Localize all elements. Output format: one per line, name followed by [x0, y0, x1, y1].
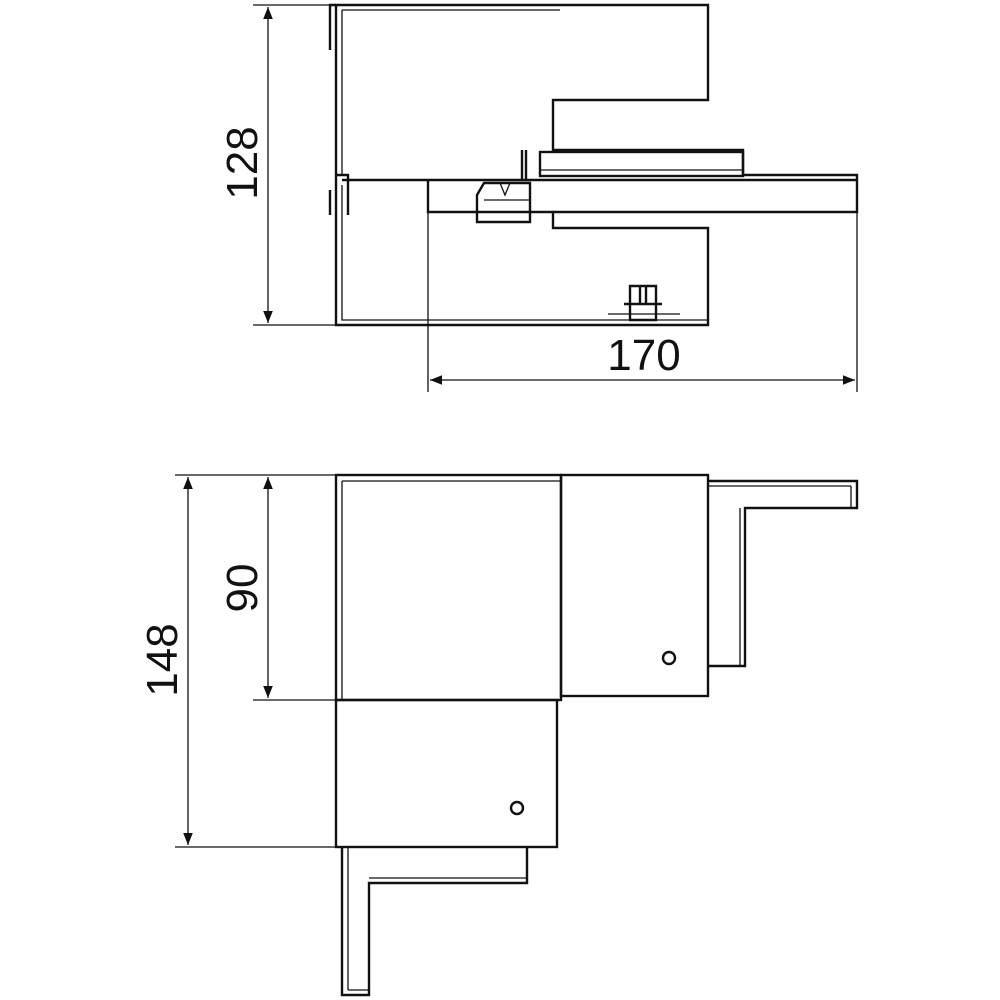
- top-view-left-bracket: [328, 3, 350, 215]
- dimension-label-148: 148: [138, 623, 187, 696]
- top-view-inner-wall: [341, 9, 708, 321]
- bottom-view-right-block: [559, 473, 710, 698]
- dimension-label-170: 170: [607, 331, 680, 380]
- dimension-label-90: 90: [218, 564, 267, 613]
- bottom-view-right-hole: [661, 650, 677, 666]
- bottom-view-lower-profile: [340, 847, 529, 997]
- bottom-view-lower-block: [334, 698, 559, 849]
- top-view-bottom-clip: [624, 284, 662, 322]
- dimension-bottom-inner: 90: [218, 474, 336, 701]
- bottom-view-main-block: [334, 473, 563, 702]
- dimension-bottom-total: 148: [138, 474, 336, 848]
- top-view-clip: [475, 181, 532, 224]
- dimension-label-128: 128: [218, 126, 267, 199]
- bottom-view-right-profile: [708, 479, 859, 668]
- top-view-pin: [520, 150, 528, 180]
- top-view-clip-detail: [484, 182, 530, 201]
- top-view-outline: [334, 3, 859, 327]
- top-view-rail: [342, 178, 857, 214]
- dimension-top-width: 170: [427, 212, 858, 392]
- top-view: [328, 3, 859, 327]
- bottom-view: [334, 473, 859, 997]
- bottom-view-lower-hole: [509, 800, 525, 816]
- dimension-top-height: 128: [218, 4, 336, 326]
- top-view-upper-plate: [538, 150, 745, 178]
